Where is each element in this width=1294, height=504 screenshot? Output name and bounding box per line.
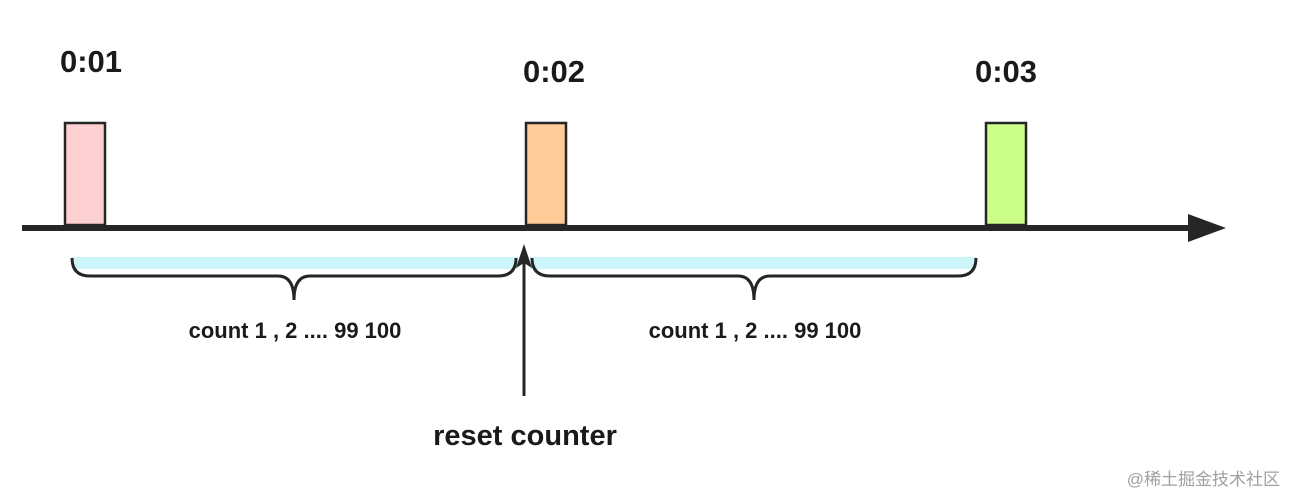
watermark: @稀土掘金技术社区: [1126, 470, 1280, 489]
interval-label-1: count 1 , 2 .... 99 100: [188, 318, 402, 343]
interval-highlight-2: [530, 257, 976, 269]
reset-counter-label: reset counter: [433, 420, 617, 452]
time-axis-arrowhead: [1188, 214, 1226, 242]
tick-label-1: 0:01: [59, 44, 123, 79]
tick-label-2: 0:02: [522, 54, 586, 89]
interval-brace-1: [70, 257, 518, 301]
interval-brace-2: [530, 257, 978, 301]
interval-highlight-1: [72, 257, 518, 269]
tick-label-3: 0:03: [974, 54, 1038, 89]
reset-pointer-arrowhead: [516, 244, 532, 268]
tick-box-3: [984, 121, 1028, 227]
interval-label-2: count 1 , 2 .... 99 100: [648, 318, 862, 343]
tick-box-1: [63, 121, 107, 227]
tick-box-2: [524, 121, 568, 227]
